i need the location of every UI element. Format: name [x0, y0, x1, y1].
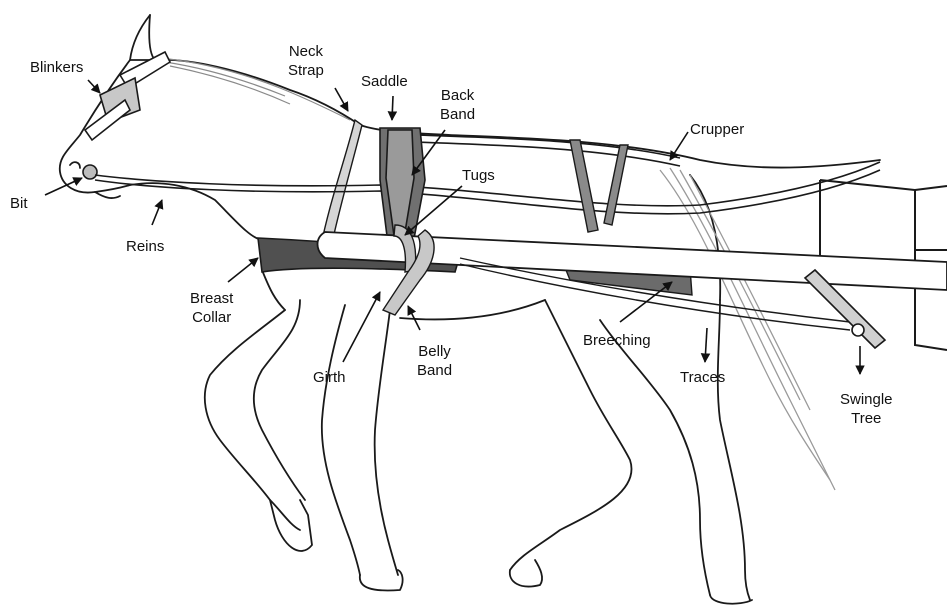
neck-strap-arrow: [335, 88, 348, 111]
label-blinkers: Blinkers: [30, 58, 83, 77]
label-crupper: Crupper: [690, 120, 744, 139]
label-breast-collar-line1: Breast: [190, 289, 233, 308]
label-breeching: Breeching: [583, 331, 651, 350]
label-back-band-line2: Band: [440, 105, 475, 124]
label-bit: Bit: [10, 194, 28, 213]
label-breast-collar-line2: Collar: [190, 308, 233, 327]
label-swingle-tree-line2: Tree: [840, 409, 893, 428]
label-belly-band-line2: Band: [417, 361, 452, 380]
label-saddle: Saddle: [361, 72, 408, 91]
breast-collar-arrow: [228, 258, 258, 282]
label-back-band: Back Band: [440, 86, 475, 124]
label-breast-collar: Breast Collar: [190, 289, 233, 327]
saddle-arrow: [392, 96, 393, 120]
label-swingle-tree: Swingle Tree: [840, 390, 893, 428]
label-back-band-line1: Back: [440, 86, 475, 105]
label-neck-strap-line1: Neck: [288, 42, 324, 61]
label-neck-strap: Neck Strap: [288, 42, 324, 80]
blinkers-arrow: [88, 80, 100, 93]
girth-arrow: [343, 292, 380, 362]
label-girth: Girth: [313, 368, 346, 387]
label-belly-band: Belly Band: [417, 342, 452, 380]
tail: [660, 168, 835, 490]
label-reins: Reins: [126, 237, 164, 256]
label-tugs: Tugs: [462, 166, 495, 185]
label-belly-band-line1: Belly: [417, 342, 452, 361]
traces-arrow: [705, 328, 707, 362]
label-traces: Traces: [680, 368, 725, 387]
label-swingle-tree-line1: Swingle: [840, 390, 893, 409]
bridle: [83, 52, 170, 179]
reins-arrow: [152, 200, 162, 225]
label-neck-strap-line2: Strap: [288, 61, 324, 80]
